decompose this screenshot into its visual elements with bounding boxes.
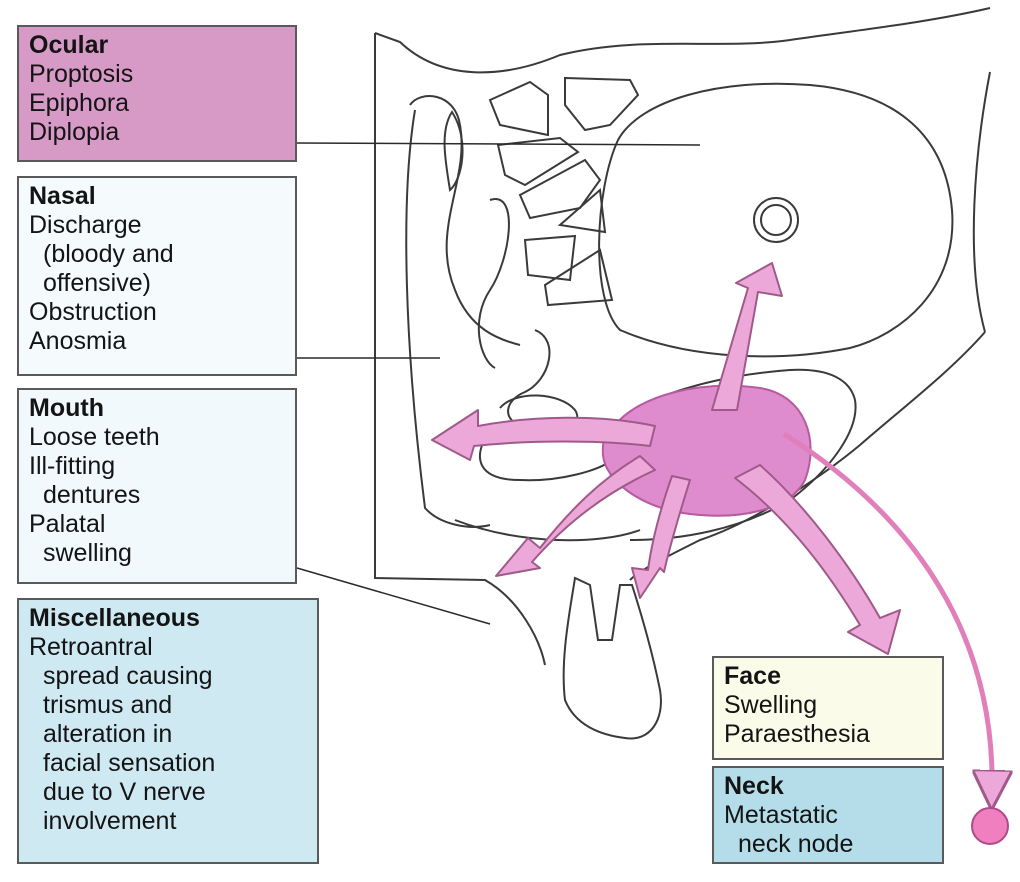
neck-item: neck node (724, 830, 932, 859)
skull-outline (375, 8, 990, 665)
misc-heading: Miscellaneous (29, 604, 307, 633)
mouth-item: swelling (29, 539, 285, 568)
neck-item: Metastatic (724, 801, 932, 830)
nasal-cavity (406, 96, 640, 540)
ocular-heading: Ocular (29, 31, 285, 60)
nasal-item: Anosmia (29, 327, 285, 356)
mouth-box: Mouth Loose teeth Ill-fitting dentures P… (17, 388, 297, 584)
ocular-box: Ocular Proptosis Epiphora Diplopia (17, 25, 297, 162)
nasal-box: Nasal Discharge (bloody and offensive) O… (17, 176, 297, 376)
ethmoid-cells (445, 78, 638, 305)
nasal-heading: Nasal (29, 182, 285, 211)
misc-item: spread causing (29, 662, 307, 691)
nasal-item: (bloody and (29, 240, 285, 269)
miscellaneous-box: Miscellaneous Retroantral spread causing… (17, 598, 319, 864)
mouth-item: dentures (29, 481, 285, 510)
arrow-to-face (735, 465, 900, 654)
face-item: Paraesthesia (724, 720, 932, 749)
neck-heading: Neck (724, 772, 932, 801)
misc-item: trismus and (29, 691, 307, 720)
nasal-item: Discharge (29, 211, 285, 240)
misc-item: facial sensation (29, 749, 307, 778)
orbit (599, 84, 952, 357)
misc-item: involvement (29, 807, 307, 836)
face-heading: Face (724, 662, 932, 691)
ocular-item: Epiphora (29, 89, 285, 118)
mouth-item: Loose teeth (29, 423, 285, 452)
nasal-item: offensive) (29, 269, 285, 298)
neck-node (972, 808, 1008, 844)
tooth (564, 578, 661, 738)
nasal-item: Obstruction (29, 298, 285, 327)
mouth-item: Ill-fitting (29, 452, 285, 481)
neck-box: Neck Metastatic neck node (712, 766, 944, 864)
misc-item: due to V nerve (29, 778, 307, 807)
mouth-item: Palatal (29, 510, 285, 539)
misc-item: Retroantral (29, 633, 307, 662)
misc-item: alteration in (29, 720, 307, 749)
mouth-heading: Mouth (29, 394, 285, 423)
face-box: Face Swelling Paraesthesia (712, 656, 944, 760)
face-item: Swelling (724, 691, 932, 720)
ocular-item: Diplopia (29, 118, 285, 147)
leader-lines (297, 143, 700, 624)
ocular-item: Proptosis (29, 60, 285, 89)
